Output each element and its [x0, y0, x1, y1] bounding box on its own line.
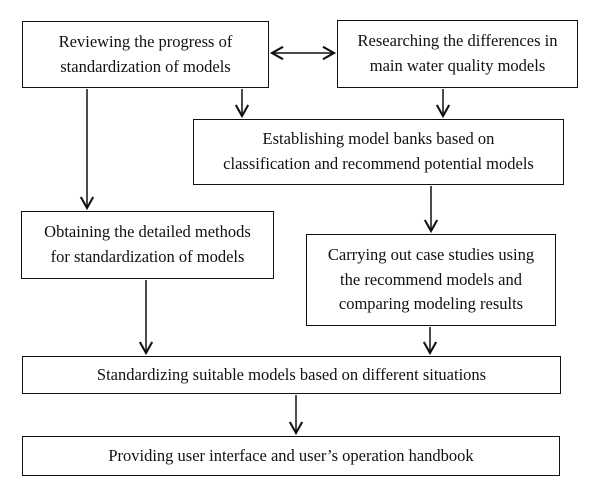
box-providing-user-interface: Providing user interface and user’s oper… [22, 436, 560, 476]
box-reviewing-progress: Reviewing the progress of standardizatio… [22, 21, 269, 88]
box-researching-differences: Researching the differences in main wate… [337, 20, 578, 88]
box-carrying-out-case-studies: Carrying out case studies using the reco… [306, 234, 556, 326]
box-obtaining-detailed-methods: Obtaining the detailed methods for stand… [21, 211, 274, 279]
box-standardizing-suitable-models: Standardizing suitable models based on d… [22, 356, 561, 394]
box-establishing-model-banks: Establishing model banks based on classi… [193, 119, 564, 185]
